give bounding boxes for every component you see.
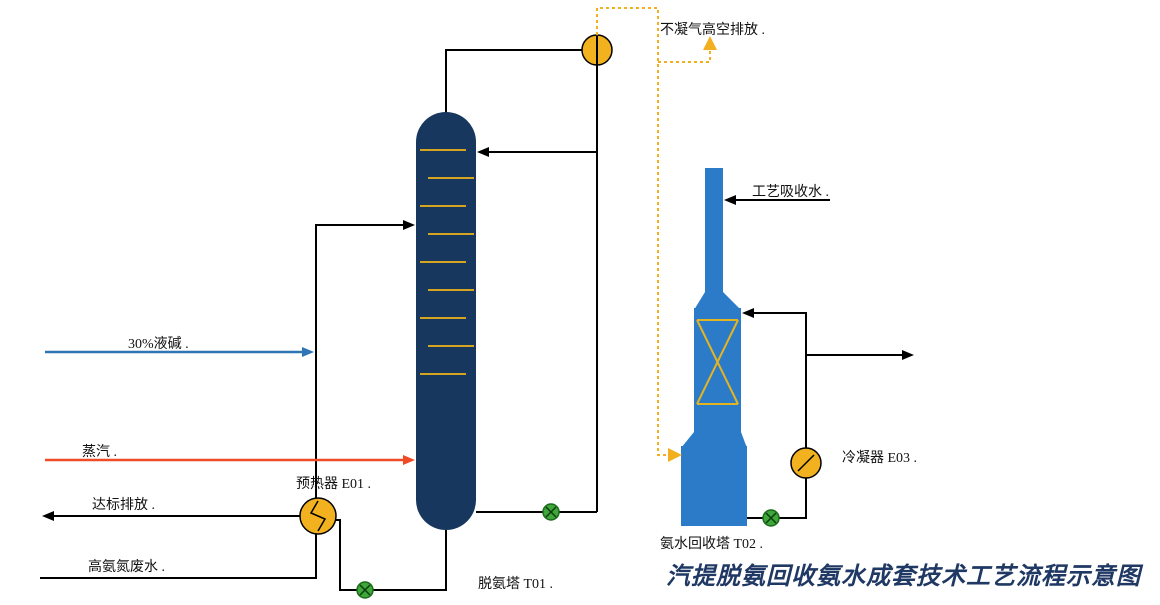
arrow-vent-into-t02 (668, 448, 682, 462)
label-caustic: 30%液碱 . (128, 337, 189, 352)
label-steam: 蒸汽 . (82, 445, 117, 460)
arrowheads (42, 36, 914, 521)
valve-icon-t02-bottom (762, 509, 780, 527)
zigzag-coil-icon (309, 500, 327, 532)
label-process-water: 工艺吸收水 . (752, 185, 829, 200)
vent-line-to-t02 (596, 7, 666, 456)
label-wastewater: 高氨氮废水 . (88, 560, 165, 575)
t02-packing-x-cross (696, 319, 739, 405)
pipe-lines (40, 49, 903, 591)
stripper-column-t01 (416, 112, 476, 530)
arrow-product-right (902, 350, 914, 360)
recovery-column-t02 (681, 168, 747, 526)
valve-icon-bottoms (356, 581, 374, 599)
label-vent: 不凝气高空排放 . (660, 23, 765, 38)
label-preheater-e01: 预热器 E01 . (296, 477, 372, 492)
arrow-discharge-left (42, 511, 54, 521)
diagonal-icon (797, 454, 815, 472)
label-condenser-e03: 冷凝器 E03 . (842, 451, 918, 466)
t01-tray-lines (420, 149, 474, 375)
diagram-title: 汽提脱氨回收氨水成套技术工艺流程示意图 (666, 564, 1141, 590)
arrow-feed-right (403, 220, 415, 230)
label-recovery-t02: 氨水回收塔 T02 . (660, 537, 764, 552)
vent-branch-up (658, 50, 711, 63)
pipe-feed (40, 224, 404, 579)
arrow-t02-return-left (742, 308, 754, 318)
arrow-caustic-right (302, 347, 314, 357)
arrow-steam-right (403, 455, 415, 465)
valve-icons (356, 503, 780, 599)
label-stripper-t01: 脱氨塔 T01 . (478, 577, 554, 592)
arrow-absorption-left (724, 195, 736, 205)
label-discharge: 达标排放 . (92, 498, 155, 513)
pipe-t01-overhead (445, 49, 597, 118)
arrow-vent-up (703, 36, 717, 50)
condenser-e03-symbol (790, 447, 822, 479)
vent-dotted-lines (596, 7, 711, 456)
valve-icon-condensate (542, 503, 560, 521)
arrow-reflux-left (477, 147, 489, 157)
pipe-t02-circulation (747, 312, 807, 519)
pipe-bottoms (335, 519, 447, 591)
preheater-e01-symbol (299, 497, 337, 535)
